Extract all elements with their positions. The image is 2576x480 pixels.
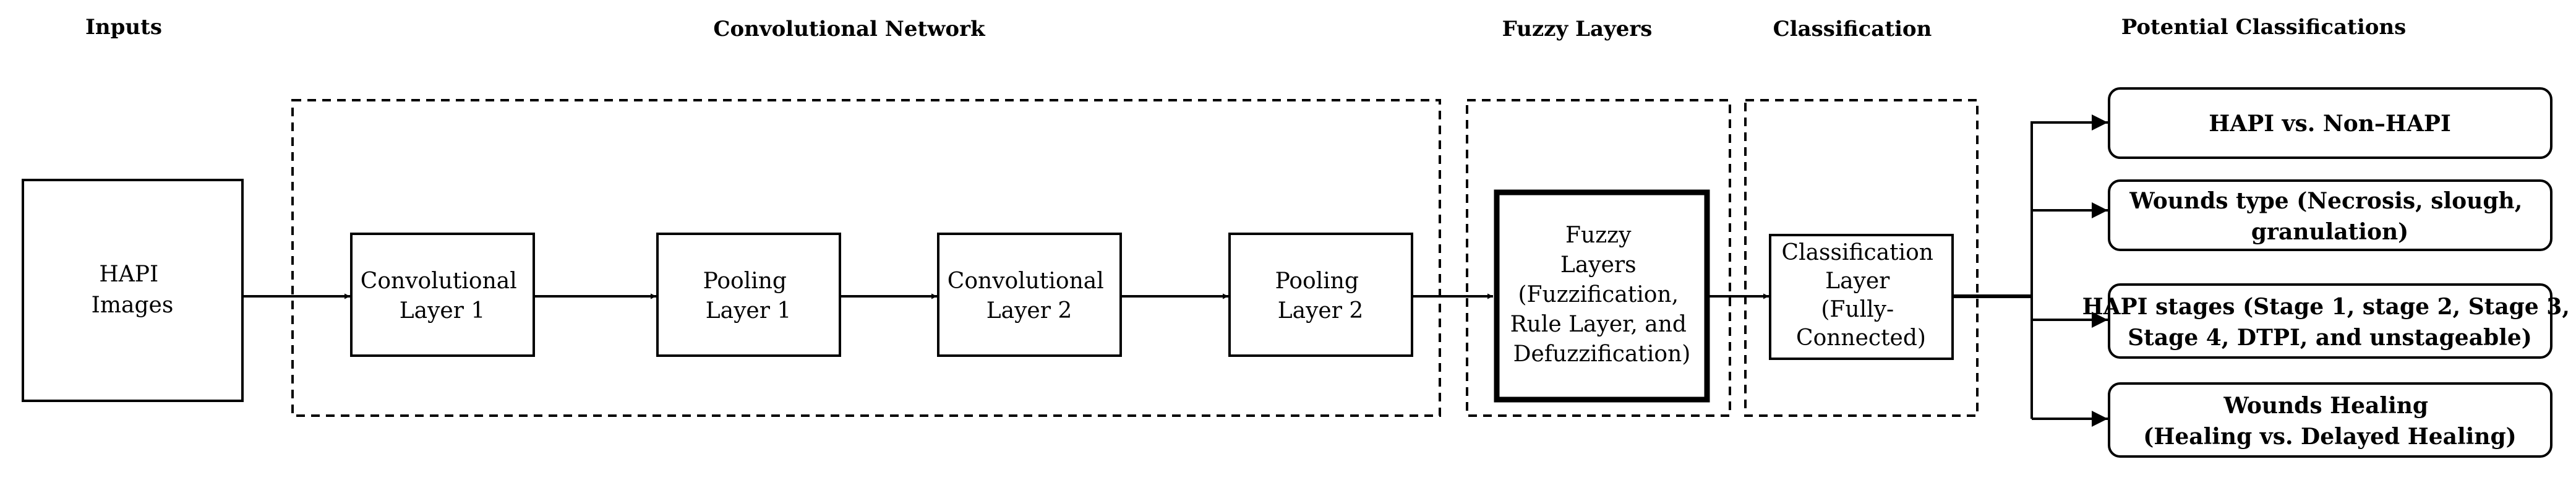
fuzzy-layers-label: Fuzzy Layers (Fuzzification, Rule Layer,… bbox=[1510, 223, 1694, 367]
pooling-layer-2-label: Pooling Layer 2 bbox=[1275, 268, 1366, 324]
header-classification: Classification bbox=[1773, 17, 1932, 41]
classification-layer-label: Classification Layer (Fully- Connected) bbox=[1782, 240, 1941, 351]
conv-layer-1-label: Convolutional Layer 1 bbox=[361, 268, 524, 324]
conv-layer-2-label: Convolutional Layer 2 bbox=[948, 268, 1111, 324]
output-box-wounds-type bbox=[2108, 179, 2552, 251]
output-label-wounds-healing: Wounds Healing (Healing vs. Delayed Heal… bbox=[2143, 393, 2516, 450]
input-label: HAPI Images bbox=[92, 262, 174, 318]
output-label-wounds-type: Wounds type (Necrosis, slough, granulati… bbox=[2129, 188, 2530, 245]
pooling-layer-1-label: Pooling Layer 1 bbox=[703, 268, 794, 324]
pooling-layer-2-box bbox=[1228, 233, 1413, 357]
output-label-hapi-stages: HAPI stages (Stage 1, stage 2, Stage 3, … bbox=[2082, 294, 2576, 351]
classification-region bbox=[1744, 99, 1979, 417]
header-inputs: Inputs bbox=[85, 15, 162, 40]
output-box-hapi-vs-non-hapi bbox=[2108, 87, 2552, 159]
conv-layer-1-box bbox=[350, 233, 535, 357]
classification-layer-box bbox=[1769, 234, 1954, 360]
header-potential-classifications: Potential Classifications bbox=[2121, 15, 2407, 40]
header-convolutional-network: Convolutional Network bbox=[713, 17, 986, 41]
input-box bbox=[22, 179, 244, 402]
fuzzy-layers-box bbox=[1494, 189, 1710, 403]
output-label-hapi-vs-non-hapi: HAPI vs. Non–HAPI bbox=[2209, 111, 2451, 137]
fuzzy-layers-region bbox=[1466, 99, 1731, 417]
pooling-layer-1-box bbox=[656, 233, 841, 357]
convolutional-network-region bbox=[291, 99, 1441, 417]
output-box-wounds-healing bbox=[2108, 382, 2552, 458]
conv-layer-2-box bbox=[937, 233, 1122, 357]
header-fuzzy-layers: Fuzzy Layers bbox=[1502, 17, 1653, 41]
output-box-hapi-stages bbox=[2108, 283, 2552, 359]
